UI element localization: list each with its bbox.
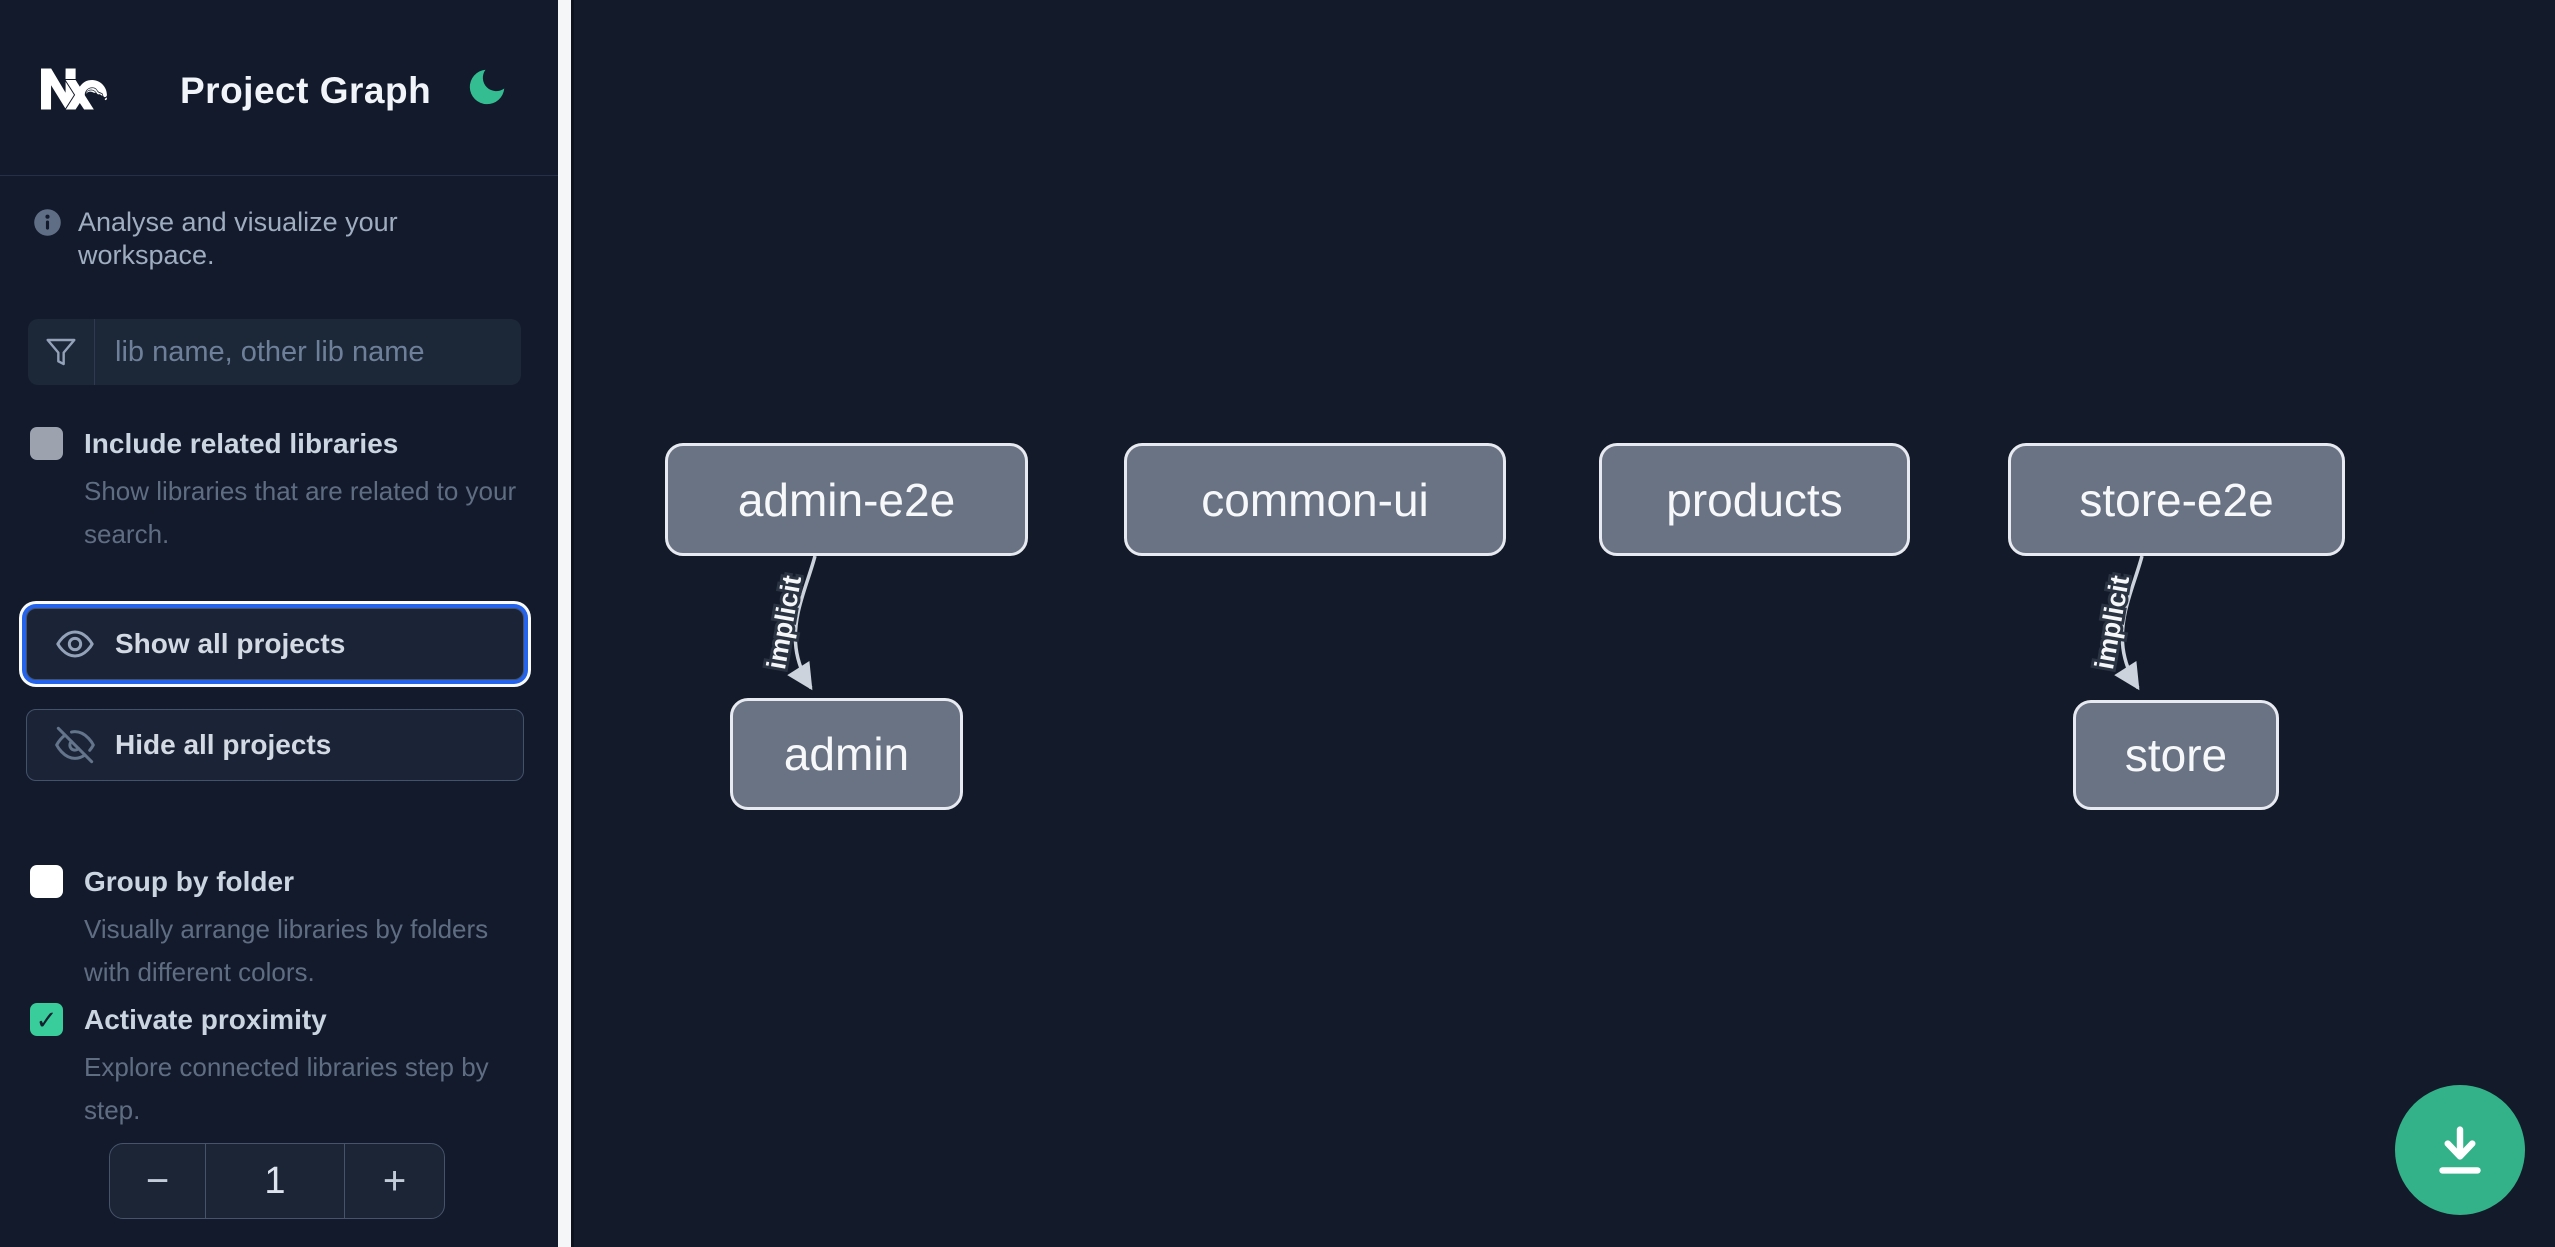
search-box (28, 319, 521, 385)
info-text: Analyse and visualize your workspace. (78, 207, 398, 270)
moon-icon (469, 69, 505, 105)
project-node-store[interactable]: store (2073, 700, 2279, 810)
sidebar-header: Project Graph (0, 0, 558, 176)
include-related-description: Show libraries that are related to your … (84, 476, 517, 549)
edge-store-e2e-store (2114, 555, 2144, 691)
option-include-related: Include related libraries Show libraries… (30, 425, 530, 556)
eye-icon (56, 630, 94, 658)
edge-label-implicit: implicit (2089, 573, 2135, 671)
graph-edges-layer: implicit implicit (758, 555, 2144, 691)
include-related-label[interactable]: Include related libraries (84, 428, 399, 459)
stepper-value: 1 (264, 1159, 286, 1202)
edge-admin-e2e-admin (787, 555, 817, 691)
hide-all-projects-label: Hide all projects (115, 729, 332, 760)
theme-toggle-button[interactable] (464, 64, 510, 110)
activate-proximity-description: Explore connected libraries step by step… (84, 1052, 489, 1125)
graph-canvas[interactable]: implicit implicit admin-e2e common-ui pr… (574, 0, 2555, 1247)
activate-proximity-label[interactable]: Activate proximity (84, 1004, 327, 1035)
edge-label-implicit: implicit (761, 573, 807, 671)
download-graph-button[interactable] (2395, 1085, 2525, 1215)
project-node-admin[interactable]: admin (730, 698, 963, 810)
search-input[interactable] (95, 319, 521, 385)
project-node-store-e2e[interactable]: store-e2e (2008, 443, 2345, 556)
nx-logo-icon (41, 68, 108, 110)
activate-proximity-checkbox[interactable]: ✓ (30, 1003, 63, 1036)
option-activate-proximity: ✓ Activate proximity Explore connected l… (30, 1001, 530, 1132)
sidebar-scrollbar[interactable] (558, 0, 574, 1247)
eye-off-icon (55, 726, 95, 764)
workspace-info: Analyse and visualize your workspace. (33, 206, 533, 272)
group-by-folder-description: Visually arrange libraries by folders wi… (84, 914, 489, 987)
hide-all-projects-button[interactable]: Hide all projects (26, 709, 524, 781)
project-node-common-ui[interactable]: common-ui (1124, 443, 1506, 556)
sidebar: Project Graph Analyse and visualize your… (0, 0, 558, 1247)
include-related-checkbox[interactable] (30, 427, 63, 460)
group-by-folder-checkbox[interactable] (30, 865, 63, 898)
project-node-products[interactable]: products (1599, 443, 1910, 556)
page-title: Project Graph (180, 70, 432, 111)
info-icon (34, 209, 61, 236)
show-all-projects-button[interactable]: Show all projects (26, 608, 524, 680)
filter-icon (28, 319, 95, 385)
download-icon (2439, 1126, 2481, 1174)
decrement-button[interactable]: − (110, 1144, 206, 1218)
proximity-depth-stepper: − 1 + (109, 1143, 445, 1219)
project-node-admin-e2e[interactable]: admin-e2e (665, 443, 1028, 556)
option-group-by-folder: Group by folder Visually arrange librari… (30, 863, 530, 994)
increment-button[interactable]: + (344, 1144, 444, 1218)
show-all-projects-label: Show all projects (115, 628, 346, 659)
group-by-folder-label[interactable]: Group by folder (84, 866, 294, 897)
